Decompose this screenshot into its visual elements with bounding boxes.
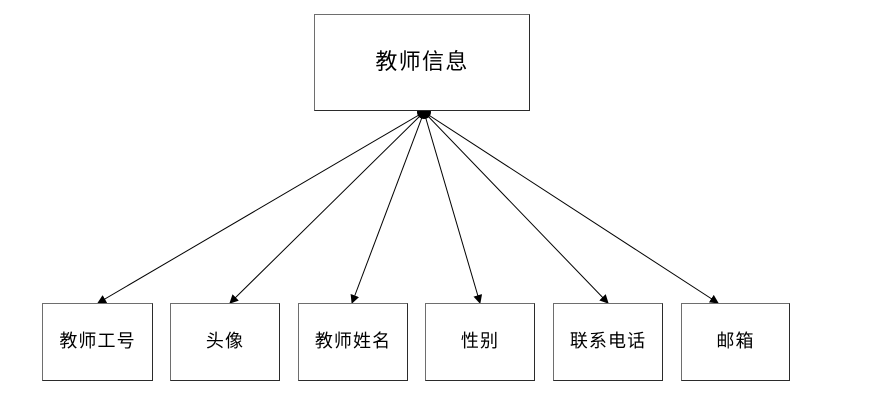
attribute-box-teacher-name[interactable]: 教师姓名 [298, 303, 408, 381]
attribute-label: 邮箱 [716, 331, 755, 352]
connector-line [423, 111, 483, 304]
entity-label: 教师信息 [375, 49, 469, 75]
attribute-box-teacher-id[interactable]: 教师工号 [42, 303, 153, 381]
connector-line [423, 111, 719, 304]
attribute-box-contact-phone[interactable]: 联系电话 [553, 303, 663, 381]
connector-line [350, 111, 425, 304]
attribute-label: 教师工号 [59, 331, 136, 352]
attribute-label: 教师姓名 [314, 331, 392, 352]
attribute-label: 性别 [460, 331, 500, 352]
entity-box-teacher-info[interactable]: 教师信息 [314, 14, 530, 111]
connector-line [229, 111, 425, 304]
attribute-label: 头像 [205, 331, 245, 352]
attribute-box-gender[interactable]: 性别 [425, 303, 535, 381]
connector-lines [97, 111, 719, 304]
connector-line [97, 111, 425, 304]
attribute-box-avatar[interactable]: 头像 [170, 303, 280, 381]
attribute-label: 联系电话 [569, 331, 647, 352]
connector-line [423, 111, 609, 304]
attribute-box-email[interactable]: 邮箱 [681, 303, 790, 381]
